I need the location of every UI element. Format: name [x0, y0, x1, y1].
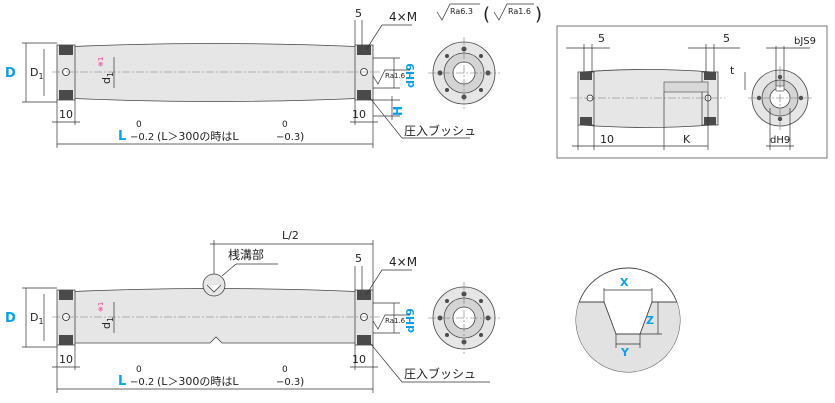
dim-5-right-2: 5 [723, 32, 730, 45]
roughness-symbols: Ra6.3 ( Ra1.6 ) [436, 3, 542, 25]
right-bush-top-1 [357, 45, 371, 55]
label-H-1: H [391, 106, 405, 116]
label-dH9-1: dH9 [404, 63, 417, 88]
label-Ra16-small-3: Ra1.6 [385, 317, 406, 325]
label-L-1: L [118, 129, 126, 144]
end-view-1 [428, 37, 500, 109]
label-star1-1: ※1 [97, 57, 105, 67]
svg-text:): ) [535, 4, 542, 25]
label-Z-4: Z [646, 314, 654, 327]
tol-L-upper-1: 0 [136, 120, 142, 130]
note-close-1: ) [300, 130, 304, 143]
note-L300-lower-1: −0.3 [276, 132, 300, 143]
label-dH9-3: dH9 [404, 308, 417, 333]
svg-text:(: ( [483, 4, 490, 25]
rough-Ra16: Ra1.6 [508, 7, 531, 16]
dim-10-left-3: 10 [59, 353, 73, 366]
view2-frame [556, 25, 828, 159]
dim-5-left-2: 5 [598, 32, 605, 45]
tol-L-upper-3: 0 [136, 365, 142, 375]
left-bush-top-1 [59, 45, 73, 55]
label-bJS9-2: bJS9 [794, 36, 816, 47]
label-press-bush-1: 圧入ブッシュ [404, 123, 476, 138]
tol-L-lower-3: −0.2 [130, 377, 154, 388]
dim-5-top-3: 5 [355, 252, 362, 265]
dim-10-right-3: 10 [352, 353, 366, 366]
note-L300-3: (L＞300の時はL [157, 375, 239, 388]
label-D1-1: D1 [30, 66, 44, 81]
note-L300-lower-3: −0.3 [276, 377, 300, 388]
label-D-3: D [5, 311, 16, 326]
label-4xM-1: 4×M [389, 10, 417, 24]
label-d1-3: d1 [100, 317, 115, 329]
label-L-3: L [118, 374, 126, 389]
label-L2-3: L/2 [282, 229, 299, 242]
label-press-bush-3: 圧入ブッシュ [404, 366, 476, 381]
tol-L-lower-1: −0.2 [130, 132, 154, 143]
note-L300-1: (L＞300の時はL [157, 130, 239, 143]
label-groove-3: 桟溝部 [228, 247, 264, 262]
label-d1-1: d1 [100, 72, 115, 84]
dim-10-2: 10 [600, 133, 614, 146]
note-L300-upper-3: 0 [282, 365, 288, 375]
dim-10-right-1: 10 [352, 108, 366, 121]
label-t-2: t [730, 64, 735, 77]
label-dH9-2: dH9 [770, 135, 790, 146]
left-bush-bottom-1 [59, 90, 73, 100]
label-X-4: X [620, 276, 629, 289]
note-L300-upper-1: 0 [282, 120, 288, 130]
view4-groove-detail: X Y Z [575, 267, 681, 373]
label-D-1: D [5, 66, 16, 81]
dim-5-top-1: 5 [355, 7, 362, 20]
note-close-3: ) [300, 375, 304, 388]
view3-groove-view: L/2 桟溝部 D D1 d1 ※1 5 4×M 10 10 L 0 −0 [5, 229, 500, 393]
label-K-2: K [683, 133, 691, 146]
label-Ra16-small-1: Ra1.6 [385, 72, 406, 80]
view2-keyway-view: 5 5 t 10 K bJS9 dH9 [556, 25, 828, 159]
label-D1-3: D1 [30, 311, 44, 326]
label-4xM-3: 4×M [389, 255, 417, 269]
dim-10-left-1: 10 [59, 108, 73, 121]
label-star1-3: ※1 [97, 302, 105, 312]
rough-Ra63: Ra6.3 [450, 7, 473, 16]
right-bush-bottom-1 [357, 90, 371, 100]
label-Y-4: Y [620, 346, 630, 359]
view1-side-view: D D1 d1 ※1 5 4×M 10 10 L 0 −0.2 (L＞300の時… [5, 7, 476, 148]
